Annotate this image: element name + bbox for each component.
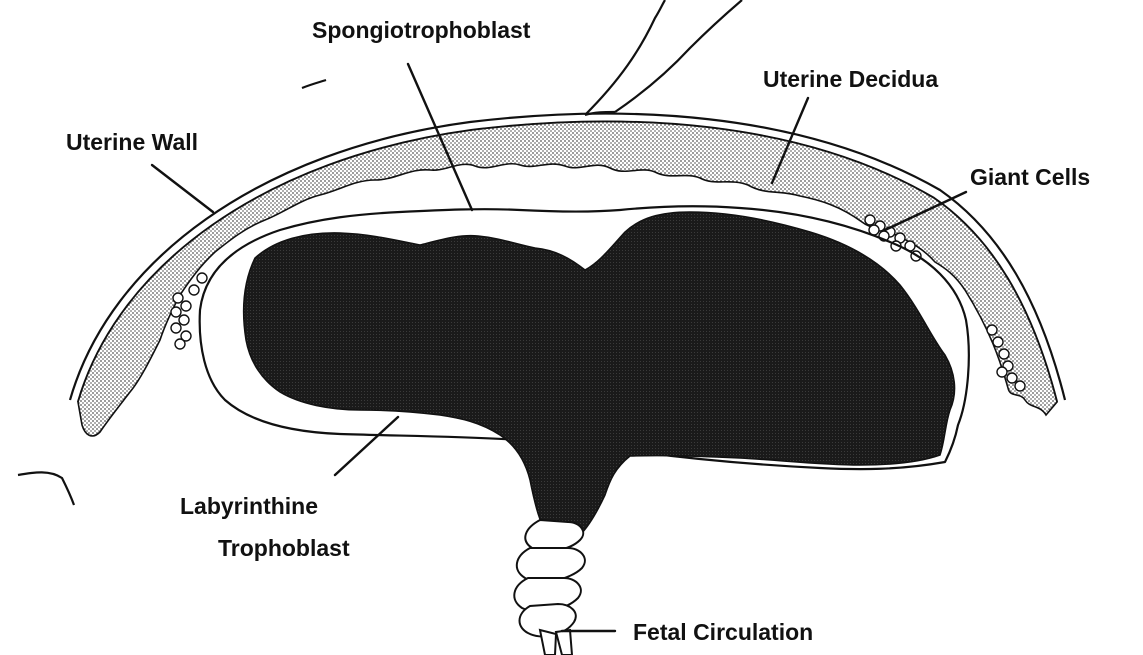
label-labyrinthine-line2: Trophoblast bbox=[218, 535, 350, 561]
leader-labyrinthine bbox=[335, 417, 398, 475]
label-giant-cells: Giant Cells bbox=[970, 164, 1090, 190]
umbilical-cord bbox=[514, 520, 585, 655]
label-fetal-circulation: Fetal Circulation bbox=[633, 619, 813, 645]
stray-mark-left bbox=[18, 472, 74, 505]
label-uterine-wall: Uterine Wall bbox=[66, 129, 198, 155]
stray-mark-top bbox=[302, 80, 326, 88]
leader-uterine-wall bbox=[152, 165, 213, 212]
labyrinthine-mass bbox=[244, 212, 955, 543]
vessel-left bbox=[585, 0, 665, 115]
label-spongiotrophoblast: Spongiotrophoblast bbox=[312, 17, 531, 43]
label-uterine-decidua: Uterine Decidua bbox=[763, 66, 938, 92]
label-labyrinthine-line1: Labyrinthine bbox=[180, 493, 318, 519]
